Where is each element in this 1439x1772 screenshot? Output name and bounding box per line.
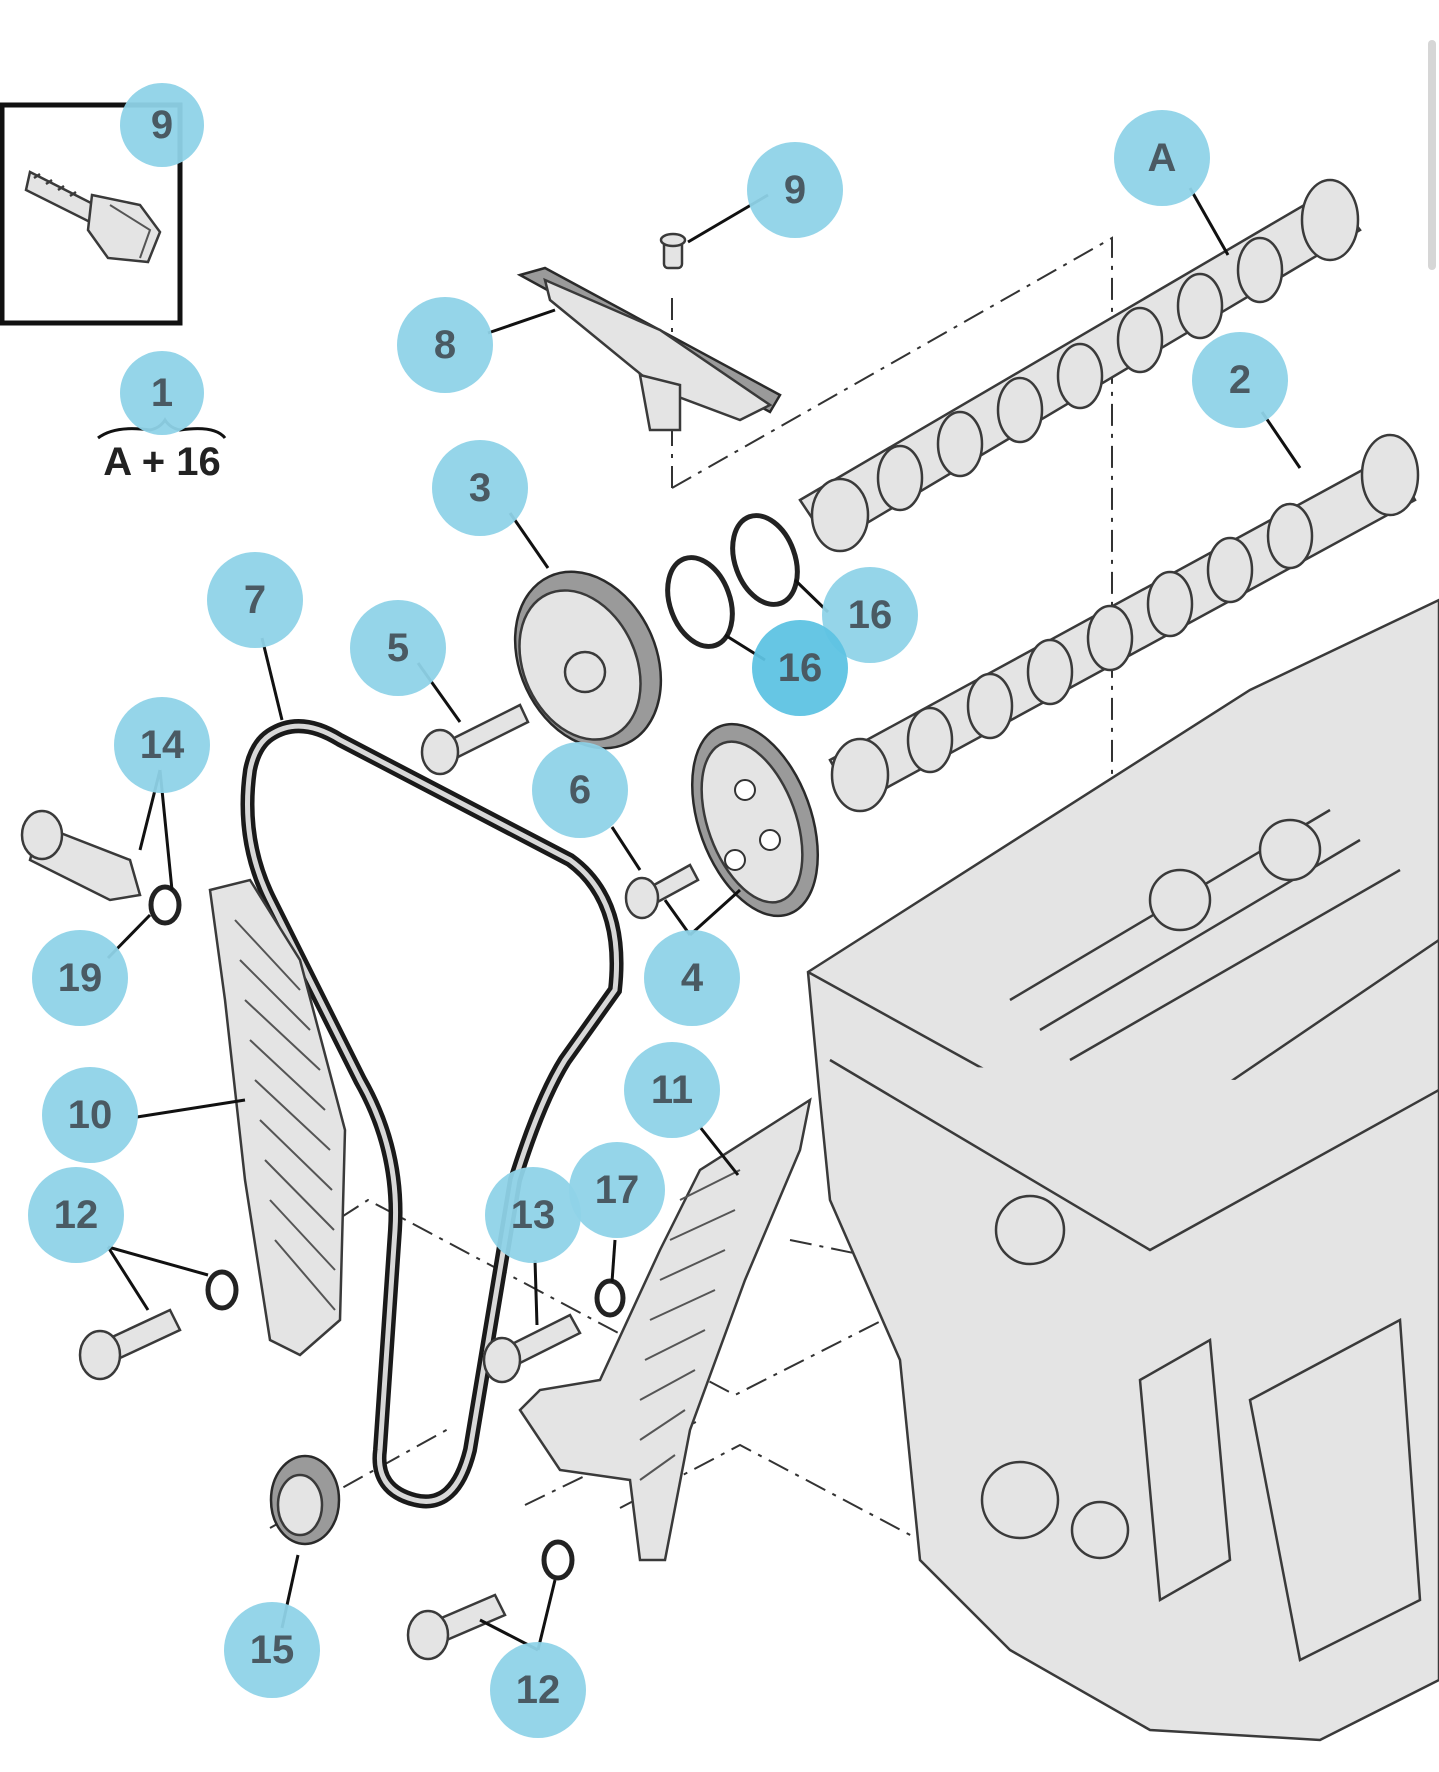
o-ring-12a xyxy=(205,1269,239,1311)
pivot-bolt-13 xyxy=(482,1313,582,1384)
kit-formula: A + 16 xyxy=(103,440,220,484)
callout-13: 13 xyxy=(485,1167,581,1263)
callout-11: 11 xyxy=(624,1042,720,1138)
svg-text:12: 12 xyxy=(516,1668,561,1712)
callout-9-inset: 9 xyxy=(120,83,204,167)
camshaft-2 xyxy=(828,433,1420,813)
o-ring-16b xyxy=(730,513,800,607)
bolt-upper xyxy=(659,232,687,270)
svg-text:2: 2 xyxy=(1229,358,1251,402)
callout-8: 8 xyxy=(397,297,493,393)
sprocket-exhaust xyxy=(690,722,820,918)
tensioner-arm xyxy=(518,1097,812,1562)
callout-2: 2 xyxy=(1192,332,1288,428)
svg-text:9: 9 xyxy=(784,168,806,212)
svg-text:14: 14 xyxy=(140,723,185,767)
kit-brace: A + 16 xyxy=(97,417,227,484)
callout-4: 4 xyxy=(644,930,740,1026)
callout-12b: 12 xyxy=(490,1642,586,1738)
svg-text:4: 4 xyxy=(681,956,704,1000)
svg-text:13: 13 xyxy=(511,1193,556,1237)
svg-text:8: 8 xyxy=(434,323,456,367)
callout-16b: 16 xyxy=(752,620,848,716)
camshaft-a-lobes xyxy=(810,178,1360,553)
pivot-bolt-bottom xyxy=(406,1593,507,1661)
svg-text:A: A xyxy=(1148,136,1177,180)
pivot-bolt-left xyxy=(78,1308,182,1381)
callout-1: 1 xyxy=(120,351,204,435)
svg-text:11: 11 xyxy=(651,1068,693,1112)
sprocket-cam-phaser xyxy=(513,570,663,750)
chain-guide-upper xyxy=(516,266,782,432)
o-ring-17 xyxy=(594,1278,626,1318)
svg-text:12: 12 xyxy=(54,1193,99,1237)
callout-6: 6 xyxy=(532,742,628,838)
svg-text:19: 19 xyxy=(58,956,103,1000)
bolt-5 xyxy=(420,703,530,776)
camshaft-a xyxy=(798,178,1362,553)
svg-text:5: 5 xyxy=(387,626,409,670)
callout-19: 19 xyxy=(32,930,128,1026)
svg-text:16: 16 xyxy=(848,593,893,637)
callouts: 9 1 A 2 9 8 3 16 xyxy=(28,83,1288,1738)
callout-17: 17 xyxy=(569,1142,665,1238)
o-ring-12b xyxy=(541,1539,575,1581)
callout-15: 15 xyxy=(224,1602,320,1698)
bolt-6 xyxy=(624,863,700,920)
svg-text:3: 3 xyxy=(469,466,491,510)
bolt-icon xyxy=(24,170,162,264)
timing-chain xyxy=(240,719,624,1509)
chain-guide-left xyxy=(208,878,347,1357)
callout-a: A xyxy=(1114,110,1210,206)
svg-text:6: 6 xyxy=(569,768,591,812)
callout-14: 14 xyxy=(114,697,210,793)
svg-text:9: 9 xyxy=(151,103,173,147)
o-ring-19 xyxy=(148,884,182,926)
callout-7: 7 xyxy=(207,552,303,648)
svg-text:16: 16 xyxy=(778,646,823,690)
callout-5: 5 xyxy=(350,600,446,696)
crank-sprocket xyxy=(269,1454,341,1546)
svg-text:17: 17 xyxy=(595,1168,640,1212)
svg-text:1: 1 xyxy=(151,371,173,415)
svg-text:15: 15 xyxy=(250,1628,295,1672)
callout-3: 3 xyxy=(432,440,528,536)
cylinder-head xyxy=(806,598,1439,1742)
callout-16a: 16 xyxy=(822,567,918,663)
callout-9: 9 xyxy=(747,142,843,238)
scrollbar-thumb[interactable] xyxy=(1428,40,1436,270)
chain-tensioner xyxy=(20,809,142,902)
callout-12a: 12 xyxy=(28,1167,124,1263)
callout-10: 10 xyxy=(42,1067,138,1163)
o-ring-16a xyxy=(665,555,735,649)
svg-text:7: 7 xyxy=(244,578,266,622)
svg-text:10: 10 xyxy=(68,1093,113,1137)
